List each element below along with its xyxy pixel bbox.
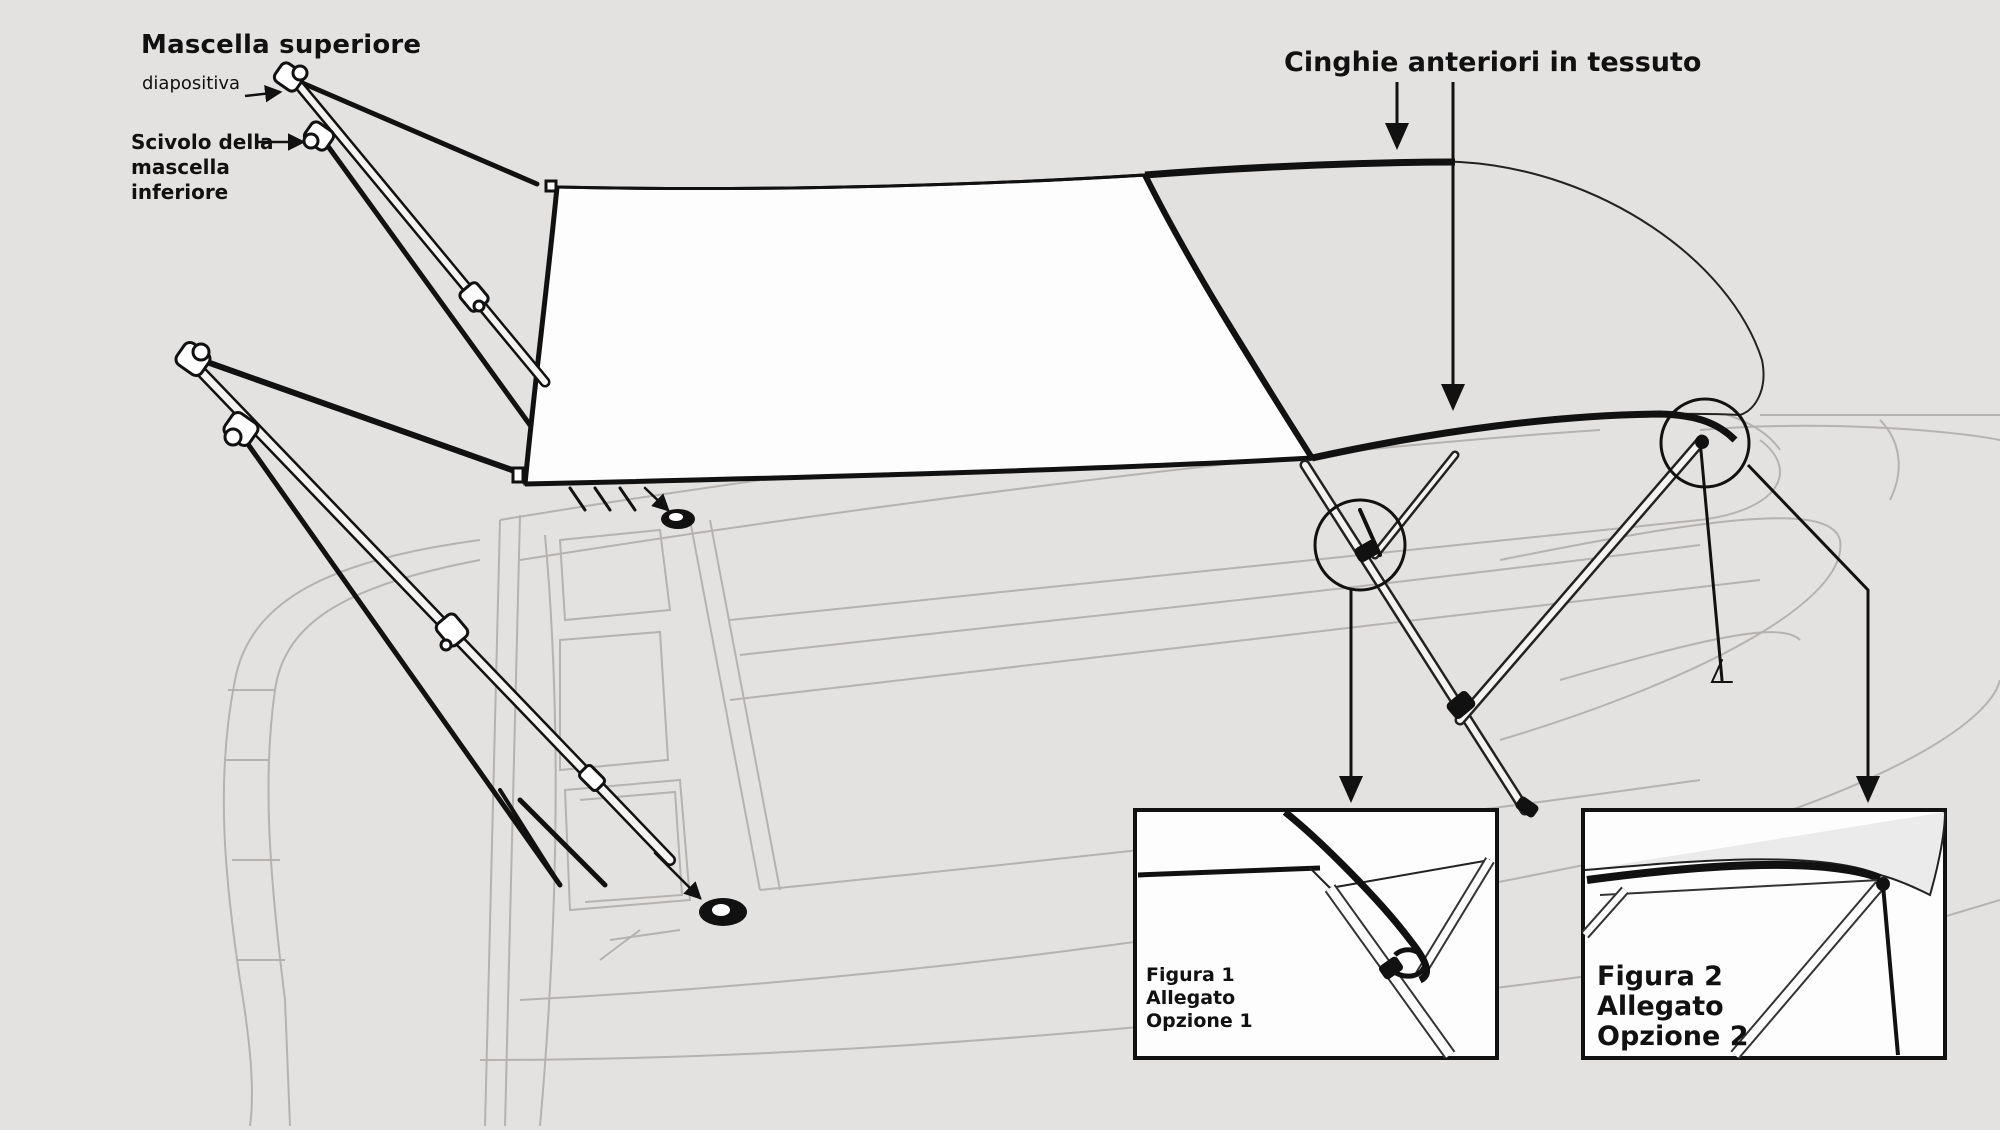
figure1-line-1: Figura 1	[1146, 964, 1235, 986]
callout-circles	[1313, 397, 1751, 592]
bimini-canvas	[522, 158, 1765, 487]
lower-jaw-slide-line-3: inferiore	[131, 180, 229, 204]
slide-label: diapositiva	[142, 73, 241, 94]
figure2-line-3: Opzione 2	[1597, 1021, 1749, 1052]
lower-jaw-slide-line-1: Scivolo della	[131, 130, 274, 154]
deck-mounts	[661, 509, 747, 926]
figure2-panel	[1581, 808, 1947, 1060]
figure1-line-3: Opzione 1	[1146, 1010, 1253, 1032]
jaw-fittings	[174, 61, 606, 792]
figure2-line-1: Figura 2	[1597, 961, 1723, 992]
figure2-caption: Figura 2 Allegato Opzione 2	[1597, 962, 1749, 1052]
front-straps-label: Cinghie anteriori in tessuto	[1284, 47, 1702, 78]
lower-jaw-slide-line-2: mascella	[131, 155, 230, 179]
lower-jaw-slide-label: Scivolo della mascella inferiore	[131, 130, 274, 205]
figure1-panel	[1133, 808, 1499, 1060]
label-arrows	[244, 82, 1880, 803]
upper-jaw-label: Mascella superiore	[141, 30, 422, 60]
figure1-caption: Figura 1 Allegato Opzione 1	[1146, 964, 1253, 1033]
figure2-line-2: Allegato	[1597, 991, 1724, 1022]
front-frame	[1299, 434, 1733, 818]
canvas-corner-tabs	[511, 179, 558, 484]
figure1-line-2: Allegato	[1146, 987, 1236, 1009]
